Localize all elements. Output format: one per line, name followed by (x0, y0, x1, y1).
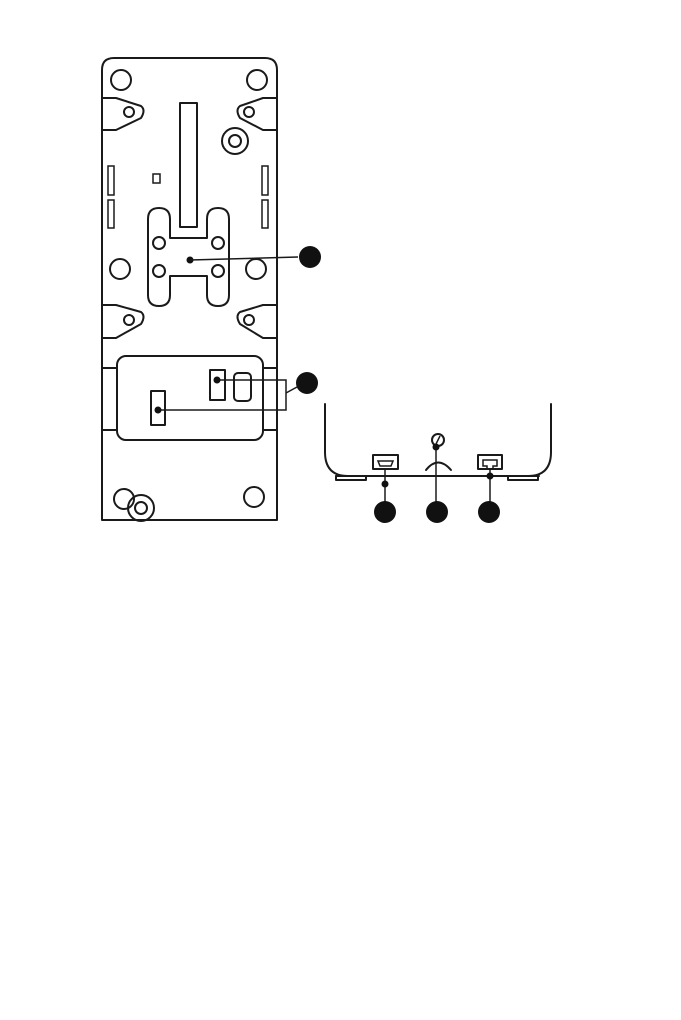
base-outline (102, 58, 277, 520)
plate-hole-3 (212, 237, 224, 249)
leader-line-2b (286, 387, 297, 393)
leader-dot-3 (382, 481, 389, 488)
switch-b (234, 373, 251, 401)
corner-hole-bottom-right (244, 487, 264, 507)
callout-circle-3 (374, 501, 396, 523)
side-slot-right-lower (262, 200, 268, 228)
callout-circle-5 (478, 501, 500, 523)
side-slot-left-lower (108, 200, 114, 228)
small-square (153, 174, 160, 183)
leader-dot-5 (487, 473, 494, 480)
plate-hole-4 (212, 265, 224, 277)
bracket-hole-lower-left (124, 315, 134, 325)
screw-knob-slot (436, 436, 440, 444)
screw-boss-bottom (128, 495, 154, 521)
callout-circle-4 (426, 501, 448, 523)
bracket-upper-left (102, 98, 144, 130)
side-slot-right-upper (262, 166, 268, 195)
rear-view (325, 404, 551, 480)
bracket-hole-upper-right (244, 107, 254, 117)
leader-dot-4 (433, 444, 440, 451)
corner-hole-top-left (111, 70, 131, 90)
callout-circle-2 (296, 372, 318, 394)
leader-dot-2a (214, 377, 221, 384)
port-rj (478, 455, 502, 469)
mid-hole-right (246, 259, 266, 279)
plate-hole-2 (153, 265, 165, 277)
callout-circle-1 (299, 246, 321, 268)
bracket-lower-left (102, 305, 144, 338)
port-usb (373, 455, 398, 469)
mid-hole-left (110, 259, 130, 279)
corner-hole-top-right (247, 70, 267, 90)
port-rj-inner (483, 460, 497, 469)
screw-boss-top (222, 128, 248, 154)
bracket-hole-lower-right (244, 315, 254, 325)
connector-panel (117, 356, 263, 440)
leader-line-1 (190, 257, 298, 260)
leader-dot-2b (155, 407, 162, 414)
tension-arrow (426, 463, 451, 471)
center-slot (180, 103, 197, 227)
screw-boss-bottom-inner (135, 502, 147, 514)
bracket-hole-upper-left (124, 107, 134, 117)
leader-line-2a (158, 380, 286, 410)
base-bottom-view (102, 58, 277, 521)
port-usb-inner (378, 461, 393, 466)
side-slot-left-upper (108, 166, 114, 195)
switch-a (210, 370, 225, 400)
screw-boss-top-inner (229, 135, 241, 147)
plate-hole-1 (153, 237, 165, 249)
